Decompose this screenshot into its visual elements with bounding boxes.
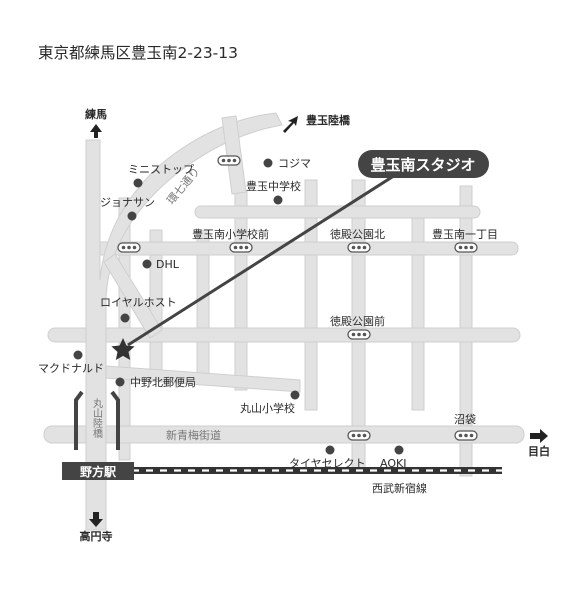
- kojima-marker-icon: [263, 158, 273, 168]
- studio-star-icon: [111, 338, 135, 360]
- kojima-label: コジマ: [278, 157, 311, 170]
- bus-stop-label: 沼袋: [454, 412, 476, 426]
- street-h-1: [89, 241, 519, 256]
- kannana-road: [85, 112, 283, 531]
- maruyama-bridge-label: 丸山陸橋: [91, 397, 103, 439]
- tire-select-marker-icon: [325, 445, 335, 455]
- callout-line: [127, 170, 401, 347]
- bus-stop-kannana-lower: [117, 242, 141, 253]
- direction-east: 目白: [528, 429, 550, 458]
- bus-stop-toyotama-minami-elem: 豊玉南小学校前: [192, 227, 269, 253]
- south-arrow-icon: [89, 512, 103, 527]
- northeast-arrow-icon: [283, 116, 298, 133]
- seibu-line: [132, 467, 502, 474]
- bus-stop-kannana-upper: [217, 155, 241, 166]
- street-kojima: [221, 115, 247, 195]
- shin-ome-label: 新青梅街道: [166, 428, 221, 442]
- bus-stop-tokuden-koen-kita: 徳殿公園北: [330, 228, 385, 253]
- royal-host-marker-icon: [120, 313, 130, 323]
- maruyama-elem-marker-icon: [290, 390, 300, 400]
- ministop-marker-icon: [133, 178, 143, 188]
- northeast-label: 豊玉陸橋: [306, 113, 351, 127]
- tire-select-label: タイヤセレクト: [289, 457, 366, 470]
- bus-stop-toyotama-minami-1: 豊玉南一丁目: [432, 228, 498, 253]
- mcdonalds-label: マクドナルド: [38, 362, 104, 375]
- street-diag-dhl: [103, 253, 163, 339]
- street-v7: [411, 209, 425, 411]
- street-v5: [304, 179, 318, 411]
- bus-stop-shin-ome: [347, 430, 371, 441]
- bus-stop-label: 豊玉南一丁目: [432, 228, 498, 241]
- shin-ome-road: [43, 425, 525, 444]
- bus-stop-label: 徳殿公園北: [330, 228, 385, 241]
- studio-name: 豊玉南スタジオ: [370, 156, 475, 174]
- aoki-label: AOKI: [380, 457, 406, 470]
- landmarks: ミニストップ ジョナサン DHL ロイヤルホスト マクドナルド 中野北郵便局 丸…: [38, 157, 406, 470]
- royal-host-label: ロイヤルホスト: [100, 296, 177, 309]
- direction-northeast: 豊玉陸橋: [283, 113, 351, 133]
- east-label: 目白: [528, 444, 550, 458]
- north-label: 練馬: [85, 107, 107, 121]
- east-arrow-icon: [530, 429, 548, 443]
- jonathan-marker-icon: [127, 211, 137, 221]
- bus-stops: 豊玉南小学校前 徳殿公園北 豊玉南一丁目 徳殿公園前 沼袋: [117, 155, 498, 441]
- address-text: 東京都練馬区豊玉南2-23-13: [38, 44, 238, 62]
- bus-stop-label: 豊玉南小学校前: [192, 227, 269, 241]
- ministop-label: ミニストップ: [128, 163, 194, 176]
- south-label: 高円寺: [80, 529, 113, 543]
- post-office-marker-icon: [115, 377, 125, 387]
- north-arrow-icon: [90, 124, 102, 138]
- jonathan-label: ジョナサン: [100, 196, 155, 209]
- toyotama-junior-label: 豊玉中学校: [246, 179, 301, 193]
- aoki-marker-icon: [394, 445, 404, 455]
- seibu-line-label: 西武新宿線: [372, 481, 427, 495]
- direction-north: 練馬: [85, 107, 107, 138]
- dhl-label: DHL: [156, 258, 180, 271]
- maruyama-elem-label: 丸山小学校: [240, 401, 295, 415]
- nogata-station-label: 野方駅: [80, 464, 117, 479]
- toyotama-junior-marker-icon: [273, 195, 283, 205]
- street-v4: [234, 189, 248, 391]
- direction-south: 高円寺: [80, 512, 113, 543]
- bus-stop-tokuden-koen-mae: 徳殿公園前: [330, 314, 385, 340]
- bus-stop-numabukuro: 沼袋: [454, 412, 478, 441]
- post-office-label: 中野北郵便局: [130, 376, 196, 389]
- studio-callout-box: [358, 150, 489, 178]
- dhl-marker-icon: [142, 259, 152, 269]
- nogata-station-box: [62, 462, 134, 480]
- mcdonalds-marker-icon: [73, 350, 83, 360]
- bus-stop-label: 徳殿公園前: [330, 314, 385, 328]
- maruyama-bridge: [74, 390, 120, 450]
- street-h-2: [47, 327, 521, 343]
